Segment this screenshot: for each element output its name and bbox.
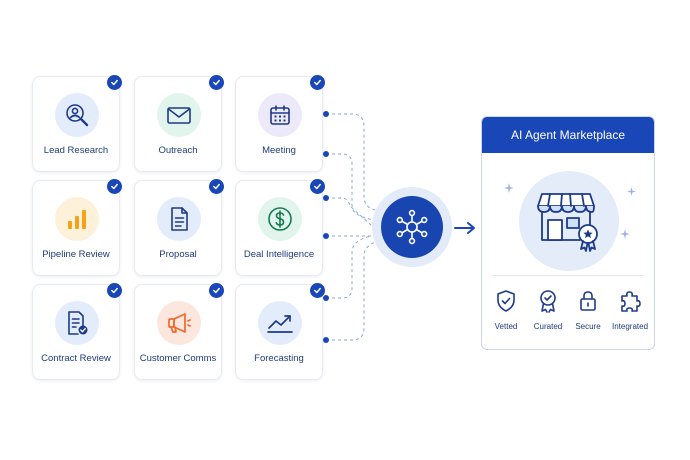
check-badge-icon (209, 75, 224, 90)
card-icon-circle (258, 301, 302, 345)
card-icon-circle (258, 197, 302, 241)
card-icon-circle (157, 93, 201, 137)
feature-secure: Secure (566, 289, 610, 331)
check-badge-icon (310, 179, 325, 194)
document-icon (171, 207, 188, 231)
check-badge-icon (209, 179, 224, 194)
agent-card-meeting[interactable]: Meeting (235, 75, 325, 172)
calendar-icon (270, 105, 290, 125)
card-label: Contract Review (41, 353, 111, 364)
card-icon-circle (157, 197, 201, 241)
sparkle-icon (504, 183, 514, 193)
check-badge-icon (107, 179, 122, 194)
network-hub-icon (396, 209, 428, 245)
agent-card-outreach[interactable]: Outreach (134, 75, 224, 172)
connector-dot (323, 111, 329, 117)
contract-check-icon (68, 311, 88, 335)
trend-line-icon (267, 315, 293, 333)
card-icon-circle (258, 93, 302, 137)
divider (492, 275, 644, 276)
storefront-badge-icon (537, 193, 598, 252)
marketplace-title: AI Agent Marketplace (482, 117, 654, 153)
award-ribbon-icon (540, 290, 556, 313)
lock-icon (580, 291, 596, 311)
feature-vetted: Vetted (484, 289, 528, 331)
agent-card-proposal[interactable]: Proposal (134, 179, 224, 276)
dollar-icon (268, 207, 292, 231)
card-label: Customer Comms (139, 353, 217, 364)
connector-forecast-a (326, 235, 373, 299)
card-label: Meeting (262, 145, 296, 156)
card-label: Outreach (158, 145, 198, 156)
sparkle-icon (620, 229, 630, 239)
megaphone-icon (168, 313, 191, 333)
marketplace-panel[interactable]: AI Agent Marketplace Vetted (481, 116, 655, 350)
card-icon-circle (55, 93, 99, 137)
hub-node (372, 187, 452, 267)
sparkle-icon (627, 187, 636, 196)
connector-meeting-b (326, 153, 375, 221)
arrow-icon (454, 222, 475, 234)
card-icon-circle (157, 301, 201, 345)
connector-dot (323, 233, 329, 239)
agent-card-contract-review[interactable]: Contract Review (32, 283, 122, 380)
check-badge-icon (209, 283, 224, 298)
agent-card-forecasting[interactable]: Forecasting (235, 283, 325, 380)
card-icon-circle (55, 197, 99, 241)
shield-check-icon (497, 290, 515, 312)
connector-dot (323, 295, 329, 301)
agent-card-pipeline-review[interactable]: Pipeline Review (32, 179, 122, 276)
check-badge-icon (107, 75, 122, 90)
check-badge-icon (310, 283, 325, 298)
connector-dot (323, 151, 329, 157)
agent-card-deal-intelligence[interactable]: Deal Intelligence (235, 179, 325, 276)
check-badge-icon (107, 283, 122, 298)
agent-card-customer-comms[interactable]: Customer Comms (134, 283, 224, 380)
card-label: Deal Intelligence (243, 249, 315, 260)
card-label: Lead Research (43, 145, 109, 156)
card-label: Pipeline Review (42, 249, 110, 260)
store-illustration (519, 171, 619, 271)
connector-dot (323, 337, 329, 343)
check-badge-icon (310, 75, 325, 90)
connector-dot (323, 195, 329, 201)
connector-forecast-b (326, 241, 377, 341)
card-icon-circle (55, 301, 99, 345)
feature-integrated: Integrated (608, 289, 652, 331)
agent-card-lead-research[interactable]: Lead Research (32, 75, 122, 172)
feature-curated: Curated (526, 289, 570, 331)
lead-research-icon (66, 104, 89, 127)
connector-meeting-a (326, 113, 377, 211)
bar-chart-icon (68, 210, 86, 229)
envelope-icon (167, 107, 191, 124)
card-label: Proposal (159, 249, 197, 260)
card-label: Forecasting (254, 353, 304, 364)
puzzle-icon (621, 291, 641, 312)
